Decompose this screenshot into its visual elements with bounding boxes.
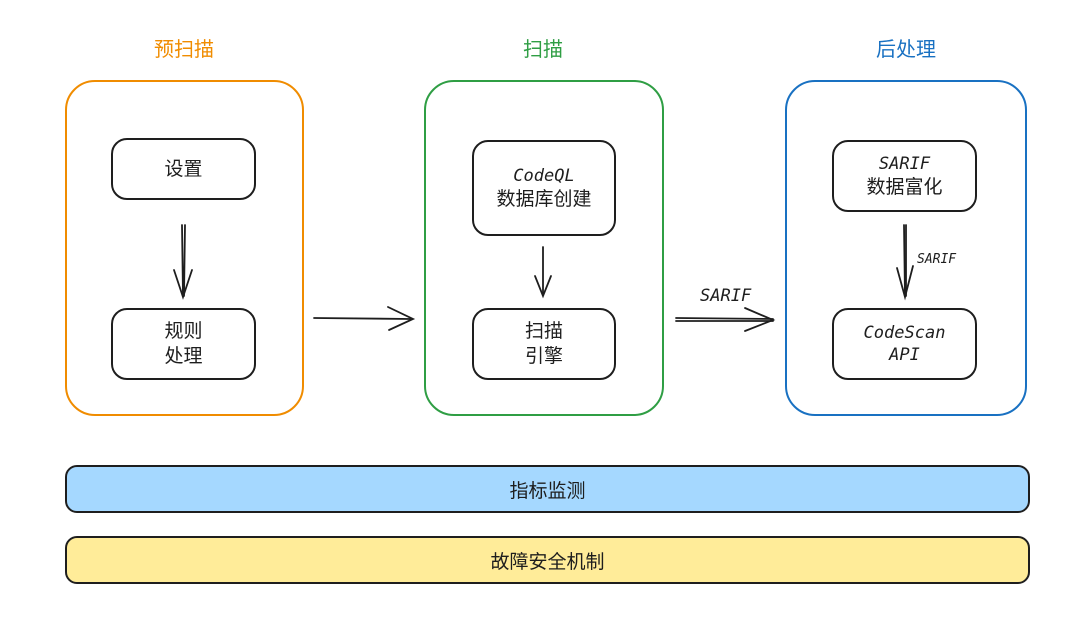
edge-label-scan-to-post: SARIF (700, 286, 752, 306)
bar-failsafe-mechanism[interactable]: 故障安全机制 (65, 536, 1030, 584)
stage-title-scan: 扫描 (523, 37, 563, 61)
stage-container-pre-scan (65, 80, 304, 416)
node-codescan-api[interactable]: CodeScan API (832, 308, 977, 380)
node-scan-engine-line1: 扫描 (524, 320, 563, 343)
node-setup-label: 设置 (164, 157, 203, 180)
arrow-setup-to-rules (173, 224, 193, 300)
node-scan-engine[interactable]: 扫描 引擎 (472, 308, 616, 380)
node-scan-engine-line2: 引擎 (524, 345, 563, 367)
node-codescan-api-latin: CodeScan (863, 322, 946, 343)
stage-title-post-process: 后处理 (876, 37, 936, 61)
stage-title-pre-scan: 预扫描 (154, 37, 214, 61)
arrow-enrich-to-api (896, 224, 914, 301)
node-sarif-enrichment-latin: SARIF (878, 153, 931, 174)
node-sarif-enrichment[interactable]: SARIF 数据富化 (832, 140, 977, 212)
edge-label-enrich-to-api: SARIF (917, 252, 957, 267)
bar-metrics-monitoring[interactable]: 指标监测 (65, 465, 1030, 513)
stage-container-scan (424, 80, 664, 416)
node-codescan-api-line1: API (889, 345, 920, 365)
node-sarif-enrichment-line1: 数据富化 (866, 175, 943, 198)
node-codeql-db-creation-line1: 数据库创建 (496, 187, 592, 210)
node-rule-processing[interactable]: 规则 处理 (111, 308, 256, 380)
arrow-scan-to-post (675, 307, 776, 332)
node-codeql-db-creation-latin: CodeQL (513, 165, 575, 186)
bar-failsafe-mechanism-label: 故障安全机制 (490, 550, 605, 573)
stage-container-post-process (785, 80, 1027, 416)
bar-metrics-monitoring-label: 指标监测 (509, 479, 586, 502)
arrow-codeql-to-engine (534, 246, 552, 299)
node-rule-processing-line2: 处理 (164, 345, 203, 367)
arrow-prescan-to-scan (313, 306, 416, 331)
node-codeql-db-creation[interactable]: CodeQL 数据库创建 (472, 140, 616, 236)
node-setup[interactable]: 设置 (111, 138, 256, 200)
node-rule-processing-line1: 规则 (164, 320, 203, 343)
